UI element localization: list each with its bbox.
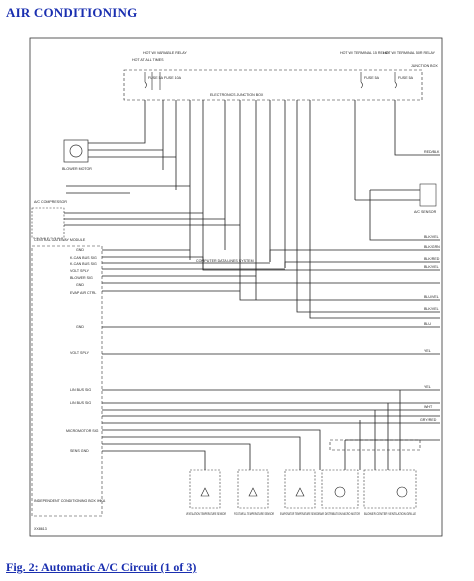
diagram-label: YEL <box>424 385 431 389</box>
diagram-label: BLK/VEL <box>424 307 439 311</box>
label-junction: JUNCTION BOX <box>411 64 438 68</box>
ventilation-sensor-box <box>189 469 221 509</box>
fuse-a-label: FUSE 5A <box>148 76 164 80</box>
bottom-label-2: EVAPORATOR TEMPERATURE SENSOR <box>280 512 320 516</box>
fuse-group: FUSE 5A FUSE 10A FUSE 5A FUSE 5A <box>144 72 414 90</box>
blower-motor-label: BLOWER MOTOR <box>62 167 92 171</box>
diagram-label: ELECTRONICS JUNCTION BOX <box>210 93 264 97</box>
central-gateway: CENTRAL GATEWAY MODULE <box>31 207 240 242</box>
junction-box-outline <box>123 69 423 101</box>
right-wire-colors: RED/BLK BLK/VEL BLK/GRN BLK/RED BLK/VEL … <box>420 150 440 422</box>
diagram-label: GRY/RED <box>420 418 437 422</box>
diagram-label: HOT W/ TERMINAL 15 RELAY <box>340 51 390 55</box>
diagram-border <box>29 37 443 537</box>
diagram-label: GND <box>76 248 84 252</box>
diagram-label: YEL <box>424 349 431 353</box>
right-down-wires <box>344 390 440 470</box>
blower-grille-box <box>363 469 417 509</box>
ac-sensor-label: A/C SENSOR <box>414 210 437 214</box>
diagram-label: GND <box>76 283 84 287</box>
ac-sensor: A/C SENSOR <box>355 183 440 241</box>
diagram-label: GND <box>76 325 84 329</box>
ac-compressor: A/C COMPRESSOR <box>34 185 190 204</box>
diagram-label: EVAP AIR CTRL <box>70 291 96 295</box>
footwell-sensor-box <box>237 469 269 509</box>
page-title: AIR CONDITIONING <box>6 5 138 20</box>
diagram-code: XX8613 <box>34 527 47 531</box>
bottom-label-1: FOOTWELL TEMPERATURE SENSOR <box>234 512 274 516</box>
diagram-label: BLK/GRN <box>424 245 440 249</box>
diagram-label: BLK/RED <box>424 257 440 261</box>
central-gateway-label: CENTRAL GATEWAY MODULE <box>34 238 86 242</box>
fuse-c-label: FUSE 5A <box>364 76 380 80</box>
label-hot-50r: HOT W/ TERMINAL 50R RELAY <box>383 51 436 55</box>
diagram-label: BLK/VEL <box>424 235 439 239</box>
bottom-label-3: AIR DISTRIBUTION MICRO MOTOR <box>320 512 360 516</box>
diagram-label: RED/BLK <box>424 150 440 154</box>
fuse-d-label: FUSE 5A <box>398 76 414 80</box>
junction-wires <box>144 100 440 310</box>
fuse-b-label: FUSE 10A <box>164 76 182 80</box>
left-pins: GND K-CAN BUS SIG K-CAN BUS SIG VOLT SPL… <box>66 248 99 453</box>
diagram-label: LIN BUS SIG <box>70 401 91 405</box>
diagram-label: BLOWER SIG <box>70 276 93 280</box>
diagram-label: HOT W/ TERMINAL 50R RELAY <box>383 51 436 55</box>
label-hot-15: HOT W/ TERMINAL 15 RELAY <box>340 51 390 55</box>
diagram-label: HOT W/ VARIABLE RELAY <box>143 51 187 55</box>
diagram-label: LIN BUS SIG <box>70 388 91 392</box>
diagram-label: JUNCTION BOX <box>411 64 438 68</box>
bottom-label-0: VENTILATION TEMPERATURE SENSOR <box>186 512 226 516</box>
diagram-label: MICROMOTOR SIG <box>66 429 99 433</box>
diagram-label: K-CAN BUS SIG <box>70 262 97 266</box>
evaporator-sensor-box <box>284 469 316 509</box>
ihka-module: INDEPENDENT CONDITIONING BOX IHKA XX8613 <box>31 245 106 531</box>
bottom-label-4: BLOWER CENTER VENTILATION GRILLE <box>364 512 416 516</box>
diagram-label: BLK/VEL <box>424 265 439 269</box>
diagram-label: SENS GND <box>70 449 89 453</box>
label-hot-all-times: HOT AT ALL TIMES <box>132 58 164 62</box>
figure-caption: Fig. 2: Automatic A/C Circuit (1 of 3) <box>6 560 197 574</box>
air-distribution-box <box>321 469 359 509</box>
ihka-label: INDEPENDENT CONDITIONING BOX IHKA <box>34 499 106 503</box>
bottom-connector <box>329 439 421 451</box>
diagram-label: K-CAN BUS SIG <box>70 256 97 260</box>
gateway-note: COMPUTER DATA LINES SYSTEM <box>196 259 254 263</box>
diagram-label: VOLT SPLY <box>70 351 90 355</box>
label-hot-variable: HOT W/ VARIABLE RELAY <box>143 51 187 55</box>
blower-motor: BLOWER MOTOR <box>62 130 176 171</box>
diagram-label: BLU/VEL <box>424 295 439 299</box>
diagram-label: HOT AT ALL TIMES <box>132 58 164 62</box>
ac-compressor-label: A/C COMPRESSOR <box>34 200 67 204</box>
diagram-label: BLU <box>424 322 431 326</box>
diagram-label: WHT <box>424 405 433 409</box>
ihka-wires <box>102 249 440 470</box>
junction-box-label: ELECTRONICS JUNCTION BOX <box>210 93 264 97</box>
diagram-label: VOLT SPLY <box>70 269 90 273</box>
bottom-components: VENTILATION TEMPERATURE SENSOR FOOTWELL … <box>186 469 417 516</box>
